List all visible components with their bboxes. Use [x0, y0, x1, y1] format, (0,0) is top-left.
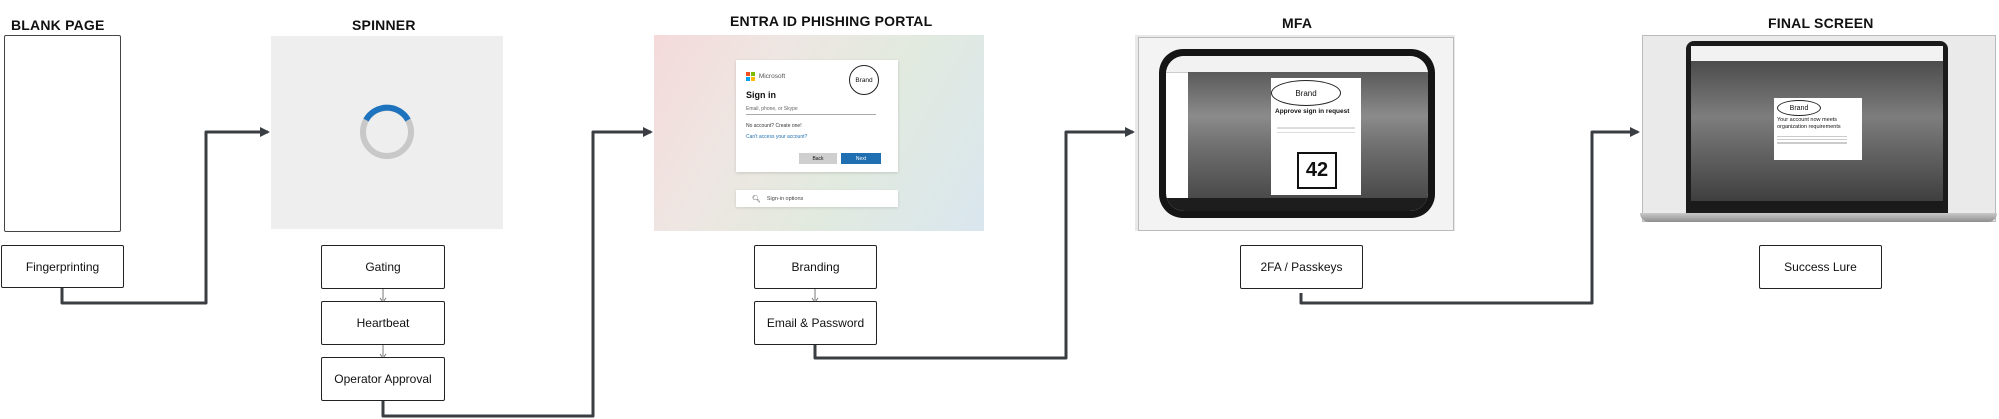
- stage-title-portal: ENTRA ID PHISHING PORTAL: [730, 13, 933, 29]
- step-heartbeat: Heartbeat: [321, 301, 445, 345]
- step-gating: Gating: [321, 245, 445, 289]
- final-brand-badge-text: Brand: [1789, 104, 1809, 112]
- step-branding: Branding: [754, 245, 877, 289]
- back-button[interactable]: Back: [799, 153, 837, 164]
- ms-brand-row: Microsoft: [746, 72, 785, 81]
- step-success-lure: Success Lure: [1759, 245, 1882, 289]
- final-heading: Your account now meets organization requ…: [1777, 117, 1841, 130]
- mfa-brand-badge-text: Brand: [1295, 88, 1317, 98]
- phishing-portal-preview: Microsoft Brand Sign in Email, phone, or…: [654, 35, 984, 231]
- mfa-dialog: Brand Approve sign in request 42: [1271, 78, 1361, 195]
- cant-access-link[interactable]: Can't access your account?: [746, 134, 808, 140]
- mfa-number-box: 42: [1297, 152, 1337, 189]
- step-2fa-passkeys: 2FA / Passkeys: [1240, 245, 1363, 289]
- brand-badge-text: Brand: [855, 76, 873, 84]
- blank-page-preview: [4, 35, 121, 232]
- final-dialog: Brand Your account now meets organizatio…: [1774, 98, 1862, 160]
- mfa-heading: Approve sign in request: [1275, 108, 1350, 115]
- no-account-link[interactable]: No account? Create one!: [746, 123, 802, 129]
- brand-badge: Brand: [849, 65, 879, 95]
- signin-heading: Sign in: [746, 90, 776, 100]
- step-fingerprinting: Fingerprinting: [1, 245, 124, 288]
- step-operator-approval: Operator Approval: [321, 357, 445, 401]
- arrow-operator-to-portal: [381, 127, 653, 418]
- loading-spinner-icon: [360, 104, 414, 159]
- arrow-password-to-mfa: [813, 127, 1135, 360]
- arrow-2fa-to-final: [1299, 127, 1640, 305]
- signin-card: Microsoft Brand Sign in Email, phone, or…: [736, 60, 898, 172]
- phone-frame: Brand Approve sign in request 42: [1159, 49, 1435, 218]
- laptop-screen: Brand Your account now meets organizatio…: [1686, 41, 1948, 213]
- spinner-preview: [271, 36, 503, 229]
- signin-options-bar[interactable]: 🔍︎ Sign-in options: [736, 190, 898, 207]
- microsoft-logo-icon: [746, 72, 755, 81]
- email-field[interactable]: Email, phone, or Skype: [746, 106, 876, 115]
- step-email-password: Email & Password: [754, 301, 877, 345]
- mfa-brand-badge: Brand: [1271, 80, 1341, 106]
- final-preview: Brand Your account now meets organizatio…: [1640, 33, 1997, 233]
- stage-title-spinner: SPINNER: [352, 17, 416, 33]
- key-icon: 🔍︎: [752, 195, 761, 203]
- arrow-fingerprinting-to-spinner: [60, 127, 270, 305]
- final-brand-badge: Brand: [1777, 100, 1821, 116]
- mfa-number: 42: [1305, 159, 1329, 181]
- laptop-base: [1640, 213, 1997, 222]
- signin-options-text: Sign-in options: [766, 195, 804, 202]
- stage-title-mfa: MFA: [1282, 15, 1313, 31]
- mfa-preview: Brand Approve sign in request 42: [1135, 35, 1455, 231]
- ms-brand-text: Microsoft: [758, 73, 786, 81]
- stage-title-final: FINAL SCREEN: [1768, 15, 1874, 31]
- stage-title-blank-page: BLANK PAGE: [11, 17, 105, 33]
- next-button[interactable]: Next: [841, 153, 881, 164]
